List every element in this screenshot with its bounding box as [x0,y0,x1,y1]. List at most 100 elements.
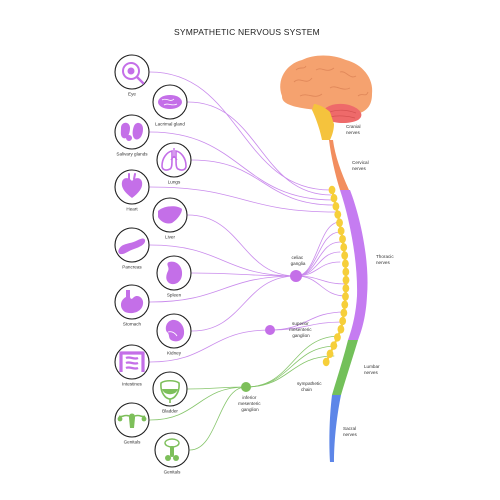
sympathetic-chain-ganglion [334,333,341,342]
sympathetic-chain-ganglion [342,267,350,277]
organ-label-kidney: Kidney [167,351,182,356]
kidney-icon [165,319,185,342]
sympathetic-chain-ganglion [334,210,342,219]
sympathetic-chain-ganglion [337,226,345,236]
sympathetic-chain-ganglion [342,284,350,293]
pancreas-icon [118,238,146,255]
organ-genitals_female: Genitals [114,402,150,445]
organ-liver: Liver [152,197,188,240]
organ-lungs: Lungs [156,142,192,185]
nerve-line-genitals-female [149,386,247,421]
nerve-line-liver [187,214,297,277]
organ-eye: Eye [114,54,150,97]
thoracic-nerves-label: Thoracic nerves [376,254,395,265]
organ-circle [156,142,192,178]
sympathetic-chain-ganglion [342,292,349,301]
organ-label-lacrimal: Lacrimal gland [155,122,185,127]
sympathetic-chain-ganglion [342,275,350,285]
eye-icon [122,62,145,85]
inferior-mesenteric-ganglion-label: inferior mesenteric ganglion [238,395,262,412]
nerve-line-chain-celiac-0 [295,221,341,277]
organ-salivary: Salivary glands [114,114,150,157]
organ-label-eye: Eye [128,92,136,97]
nerve-line-chain-celiac-low-1 [295,275,347,297]
organ-intestines: Intestines [114,344,150,387]
sacral-spine-segment [329,395,341,462]
organ-label-stomach: Stomach [123,322,142,327]
ganglia-layer [241,270,302,392]
nerve-line-chain-celiac-low-0 [295,275,347,285]
organ-genitals_male: Genitals [154,432,190,475]
nerve-line-lungs [191,159,335,206]
nerve-line-eye [149,71,331,191]
sympathetic-chain-ganglion [339,234,346,244]
nerve-line-stomach [149,275,297,303]
nerve-line-salivary [149,131,334,201]
lumbar-nerves-label: Lumbar nerves [364,364,381,375]
organ-label-bladder: Bladder [162,409,178,414]
sympathetic-chain-ganglion [339,316,347,326]
nerve-line-chain-inferior-2 [245,355,335,388]
cranial-nerves-label: Cranial nerves [346,124,362,135]
nerve-line-intestines [149,329,271,363]
spleen-icon [166,261,183,285]
nerve-line-chain-inferior-0 [245,335,341,388]
nerve-line-spleen [191,272,297,277]
sympathetic-chain-ganglion [330,341,338,350]
celiac-ganglion-label: celiac ganglia [291,255,306,266]
cervical-nerves-label: Cervical nerves [352,160,370,171]
organ-label-genitals_female: Genitals [124,440,142,445]
cerebellum [323,103,362,123]
superior-mesenteric-ganglion [265,325,275,335]
cervical-spine-segment [319,140,349,190]
lacrimal-gland-icon [158,95,182,109]
sympathetic-chain-label: sympathetic chain [297,381,323,392]
sympathetic-chain-ganglion [336,218,343,227]
organ-heart: Heart [114,169,150,212]
intestines-icon [119,351,145,372]
organ-stomach: Stomach [114,284,150,327]
sympathetic-chain-ganglion [337,325,345,334]
liver-icon [158,206,182,224]
organ-label-genitals_male: Genitals [164,470,182,475]
bladder-icon [160,379,180,403]
organ-label-lungs: Lungs [168,180,181,185]
organ-label-pancreas: Pancreas [122,265,142,270]
nerve-line-chain-superior-1 [269,321,345,331]
lungs-icon [161,148,187,171]
organ-label-salivary: Salivary glands [116,152,148,157]
sympathetic-chain-ganglion [326,349,334,359]
organ-label-liver: Liver [165,235,175,240]
sympathetic-chain-ganglion [328,185,336,195]
sympathetic-chain-ganglion [340,243,348,252]
nerve-line-pancreas [149,244,297,277]
sympathetic-chain-ganglion [322,357,330,367]
brain-folds [293,65,369,97]
organ-label-spleen: Spleen [167,293,182,298]
organ-label-heart: Heart [126,207,138,212]
organ-label-intestines: Intestines [122,382,142,387]
organ-bladder: Bladder [152,371,188,414]
sympathetic-chain [322,185,350,367]
thoracic-spine-segment [340,190,368,340]
celiac-ganglion [290,270,302,282]
sympathetic-chain-ganglion [341,251,349,260]
nerve-line-kidney [191,275,297,332]
nerve-lines [149,71,347,451]
female-genitals-icon [117,413,147,428]
organ-kidney: Kidney [156,313,192,356]
organ-spleen: Spleen [156,255,192,298]
nerve-line-heart [149,186,337,213]
organ-lacrimal: Lacrimal gland [152,84,188,127]
organ-pancreas: Pancreas [114,227,150,270]
sacral-nerves-label: Sacral nerves [343,426,357,437]
heart-icon [121,173,143,198]
sympathetic-chain-ganglion [340,308,348,318]
brain [280,55,373,140]
inferior-mesenteric-ganglion [241,382,251,392]
sympathetic-chain-ganglion [332,202,340,211]
cerebellum-folds [329,109,357,119]
